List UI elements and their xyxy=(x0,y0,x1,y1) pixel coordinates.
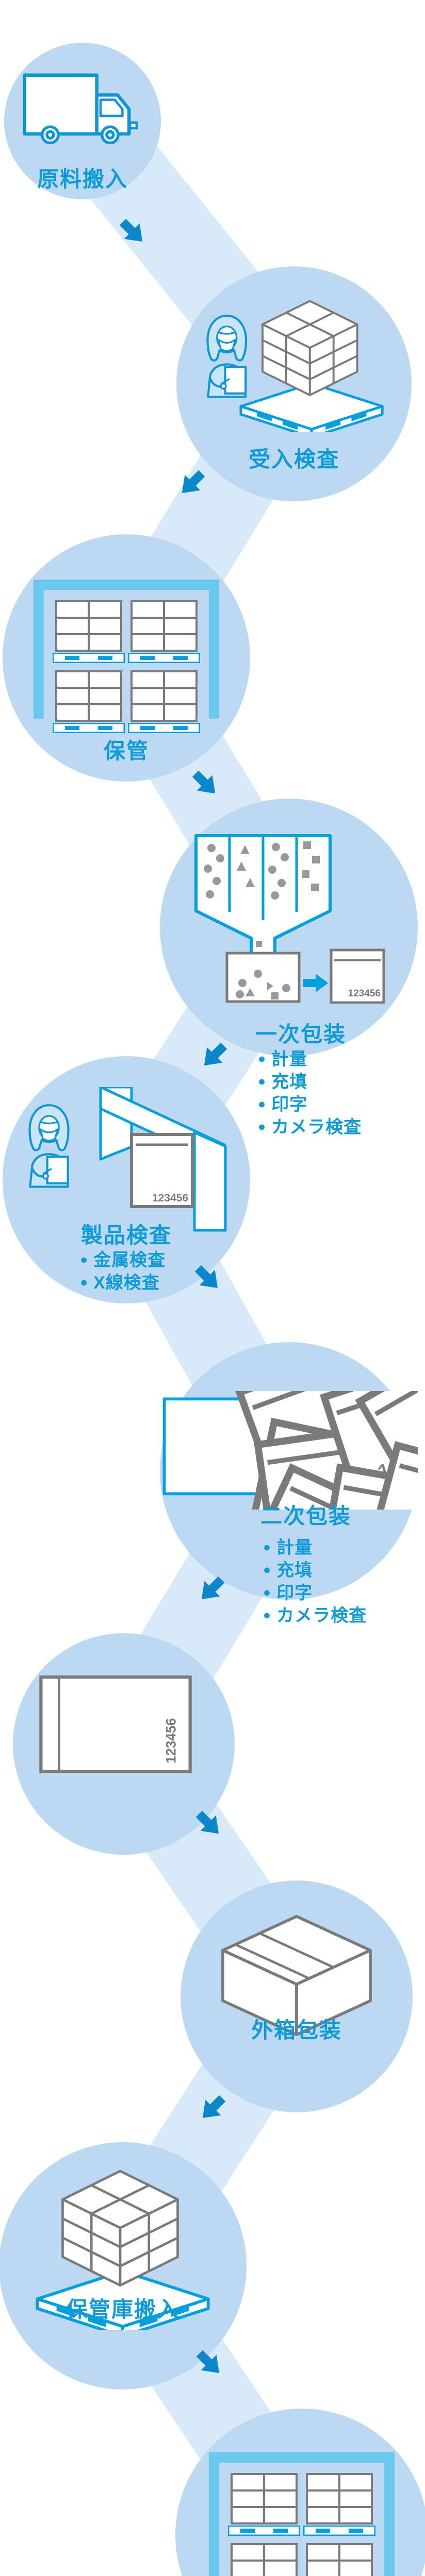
pouch-number-text: 123456 xyxy=(152,1192,188,1204)
stage-4-primary-packaging: 123456 一次包装 計量 充填 印字 カメラ検査 xyxy=(160,799,418,1137)
stage-label: 一次包装 xyxy=(255,1022,347,1046)
bullet-item: カメラ検査 xyxy=(258,1116,362,1139)
stage-1-raw-material-carry-in: 原料搬入 xyxy=(4,43,161,199)
stage-bullets: 金属検査 X線検査 xyxy=(80,1249,166,1294)
bullet-item: 計量 xyxy=(263,1536,367,1559)
stage-8-outer-box-packaging: 外箱包装 xyxy=(181,1880,413,2112)
stage-label: 二次包装 xyxy=(260,1504,352,1528)
bullet-item: X線検査 xyxy=(80,1272,166,1294)
stage-6-secondary-packaging: 二次包装 計量 充填 印字 カメラ検査 xyxy=(160,1342,418,1625)
bullet-item: 計量 xyxy=(258,1048,362,1071)
stage-7-pouch: 123456 xyxy=(13,1633,235,1855)
pouch-number-text: 123456 xyxy=(163,1718,178,1764)
inspection-chute-icon: 123456 xyxy=(23,1087,227,1232)
stage-label: 受入検査 xyxy=(248,447,339,471)
pouch-number-text: 123456 xyxy=(348,988,381,999)
rack-storage-icon xyxy=(209,2452,395,2576)
stage-label: 原料搬入 xyxy=(37,167,128,191)
stage-label: 保管庫搬入 xyxy=(66,2297,179,2321)
stage-bullets: 計量 充填 印字 カメラ検査 xyxy=(263,1536,367,1627)
bullet-item: カメラ検査 xyxy=(263,1604,367,1627)
stage-5-product-inspection: 123456 製品検査 金属検査 X線検査 xyxy=(3,1056,250,1303)
stage-9-warehouse-carry-in: 保管庫搬入 xyxy=(0,2142,247,2389)
stage-2-incoming-inspection: 受入検査 xyxy=(176,266,412,501)
bullet-item: 金属検査 xyxy=(80,1249,166,1272)
pouch-flow-machine-icon xyxy=(162,1391,418,1510)
pouch-icon: 123456 xyxy=(39,1675,192,1773)
truck-right-icon xyxy=(21,67,144,158)
stage-label: 製品検査 xyxy=(80,1223,172,1247)
stage-bullets: 計量 充填 印字 カメラ検査 xyxy=(258,1048,362,1139)
bullet-item: 充填 xyxy=(258,1071,362,1093)
bullet-item: 充填 xyxy=(263,1559,367,1582)
bullet-item: 印字 xyxy=(258,1093,362,1116)
stage-10-storage: 保管 xyxy=(175,2409,425,2576)
stage-label: 保管 xyxy=(103,739,149,763)
filling-machine-icon: 123456 xyxy=(194,834,385,1004)
rack-storage-icon xyxy=(34,580,219,733)
stage-label: 外箱包装 xyxy=(251,2018,342,2042)
worker-pallet-check-icon xyxy=(201,300,387,445)
carton-box-icon xyxy=(221,1914,372,2037)
bullet-item: 印字 xyxy=(263,1582,367,1604)
stage-3-storage: 保管 xyxy=(3,534,250,782)
